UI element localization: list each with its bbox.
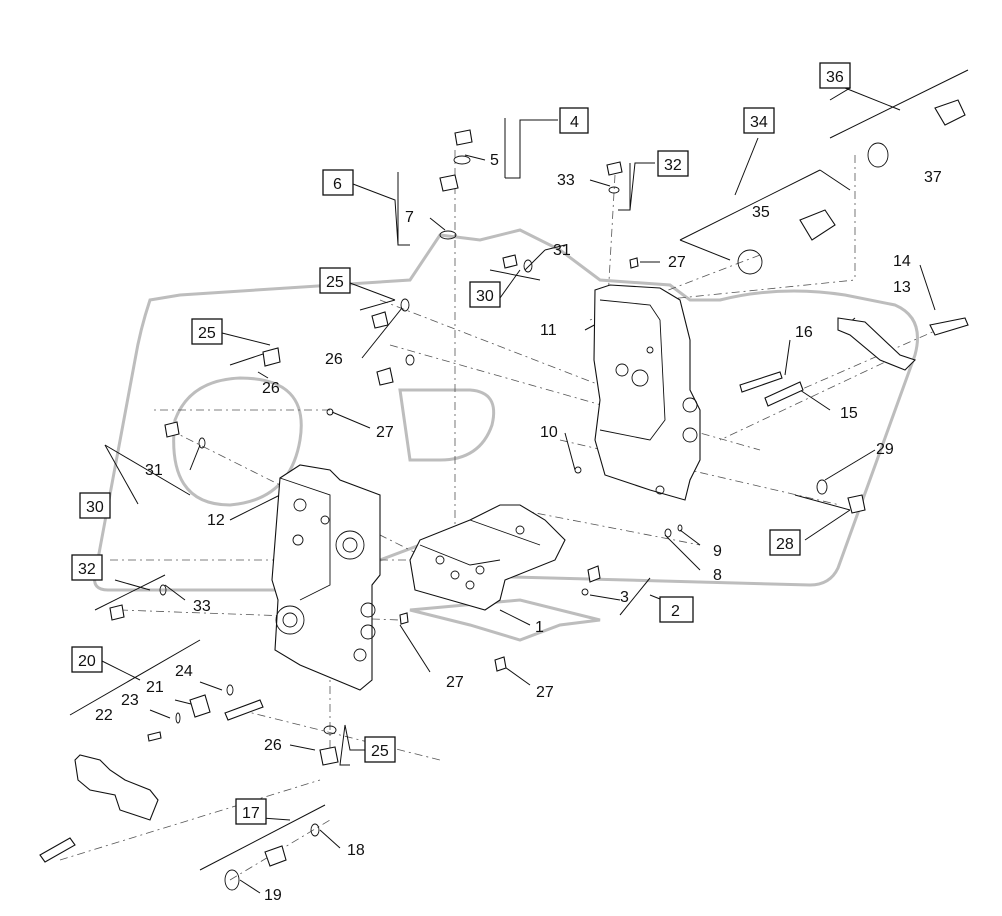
callout-31-left: 31 — [145, 462, 163, 479]
callout-5: 5 — [490, 152, 499, 169]
boxed-callout-30-upper: 30 — [476, 288, 494, 305]
callout-labels: 1 3 5 7 8 9 10 11 12 13 14 15 16 18 19 2… — [95, 152, 942, 904]
callout-22: 22 — [95, 707, 113, 724]
callout-21: 21 — [146, 679, 164, 696]
callout-14: 14 — [893, 253, 911, 270]
callout-26-upper: 26 — [325, 351, 343, 368]
bolts-15-16 — [739, 371, 804, 407]
callout-8: 8 — [713, 567, 722, 584]
callout-18: 18 — [347, 842, 365, 859]
boxed-callout-25-left: 25 — [198, 325, 216, 342]
boxed-callout-6: 6 — [333, 176, 342, 193]
callout-12: 12 — [207, 512, 225, 529]
callout-26-left: 26 — [262, 380, 280, 397]
boxed-callout-36: 36 — [826, 69, 844, 86]
callout-9: 9 — [713, 543, 722, 560]
callout-10: 10 — [540, 424, 558, 441]
boxed-callout-20: 20 — [78, 653, 96, 670]
callout-37: 37 — [924, 169, 942, 186]
callout-27-center: 27 — [376, 424, 394, 441]
callout-27-lower-left: 27 — [446, 674, 464, 691]
boxed-callouts: 2 4 6 17 20 25 25 25 28 30 30 32 32 34 3… — [71, 62, 851, 825]
boxed-callout-32-upper: 32 — [664, 157, 682, 174]
valve-housing-12 — [271, 464, 381, 691]
callout-13: 13 — [893, 279, 911, 296]
callout-11: 11 — [540, 322, 557, 339]
callout-33-lower: 33 — [193, 598, 211, 615]
callout-26-lower: 26 — [264, 737, 282, 754]
boxed-callout-34: 34 — [750, 114, 768, 131]
callout-24: 24 — [175, 663, 193, 680]
valve-housing-11 — [593, 284, 701, 501]
boxed-callout-2: 2 — [671, 603, 680, 620]
callout-27-right: 27 — [668, 254, 686, 271]
boxed-callout-28: 28 — [776, 536, 794, 553]
callout-23: 23 — [121, 692, 139, 709]
callout-31-right: 31 — [553, 242, 571, 259]
valve-housing-1 — [409, 504, 566, 611]
callout-35: 35 — [752, 204, 770, 221]
callout-7: 7 — [405, 209, 414, 226]
boxed-callout-4: 4 — [570, 114, 579, 131]
boxed-callout-25-upper: 25 — [326, 274, 344, 291]
callout-27-lower-right: 27 — [536, 684, 554, 701]
bracket-13 — [837, 317, 969, 371]
boxed-callout-17: 17 — [242, 805, 260, 822]
callout-3: 3 — [620, 589, 629, 606]
boxed-callout-32-lower: 32 — [78, 561, 96, 578]
callout-1: 1 — [535, 619, 544, 636]
leader-lines — [69, 69, 969, 894]
callout-19: 19 — [264, 887, 282, 904]
plugs-and-seals — [109, 99, 966, 891]
callout-16: 16 — [795, 324, 813, 341]
callout-33-upper: 33 — [557, 172, 575, 189]
boxed-callout-30-lower: 30 — [86, 499, 104, 516]
boxed-callout-25-lower: 25 — [371, 743, 389, 760]
bracket-lower-left — [39, 754, 159, 863]
callout-29: 29 — [876, 441, 894, 458]
callout-15: 15 — [840, 405, 858, 422]
